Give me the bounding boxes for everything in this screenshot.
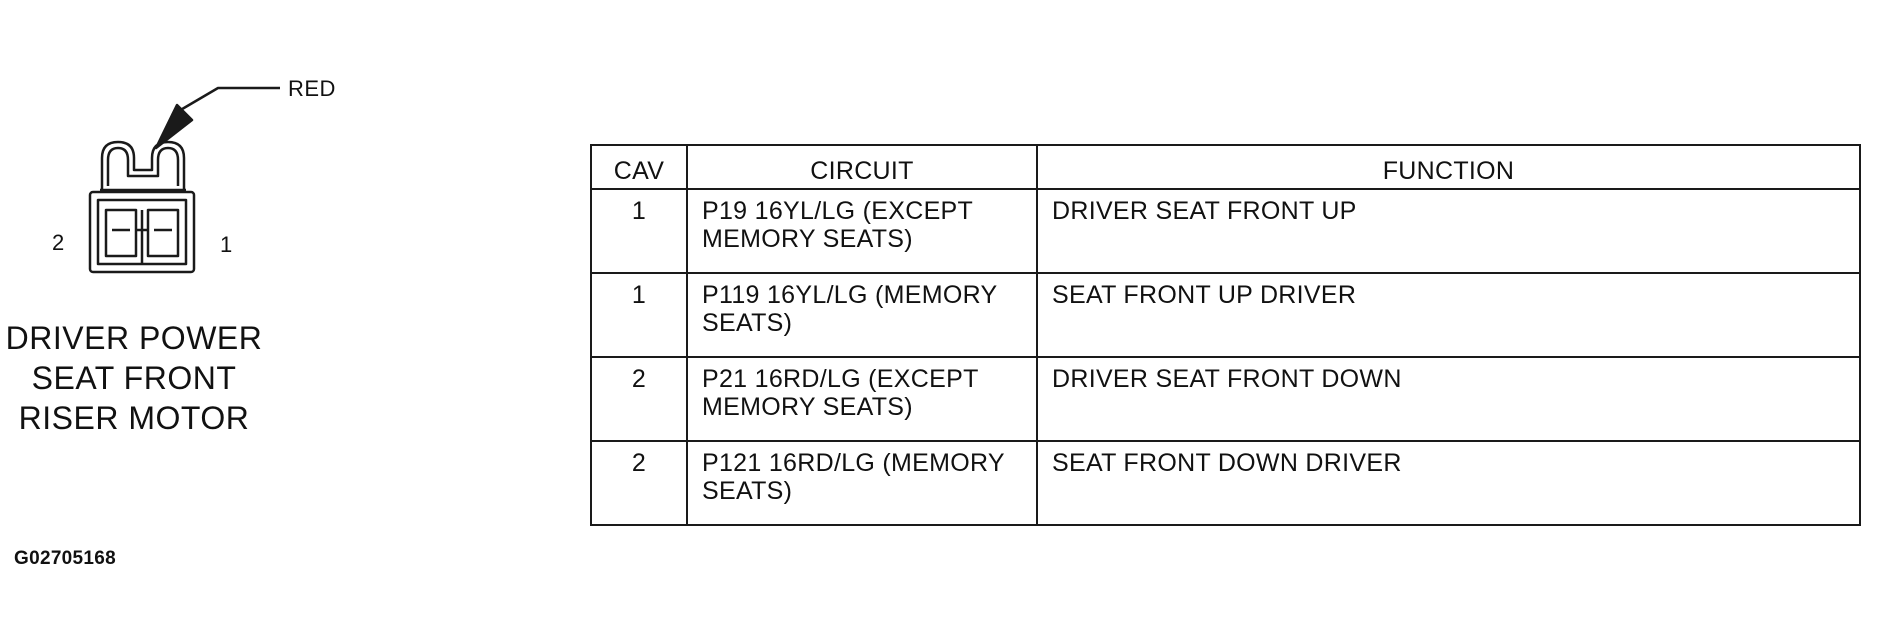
cav-cell: 1 <box>590 272 688 358</box>
pin-1-label: 1 <box>220 232 233 257</box>
terminal-cavity-2 <box>104 208 138 258</box>
wire-color-label: RED <box>288 76 336 101</box>
component-title: DRIVER POWER SEAT FRONT RISER MOTOR <box>0 318 268 438</box>
circuit-line: MEMORY SEATS) <box>702 225 913 253</box>
cav-cell: 2 <box>590 440 688 526</box>
pinout-table: CAV CIRCUIT FUNCTION 1 P19 16YL/LG (EXCE… <box>590 144 1861 526</box>
table-row: 2 P121 16RD/LG (MEMORY SEATS) SEAT FRONT… <box>590 440 1861 526</box>
connector-face-diagram <box>88 86 280 274</box>
latch-hood-left <box>100 140 186 190</box>
header-cav: CAV <box>590 144 688 190</box>
cav-cell: 1 <box>590 188 688 274</box>
table-header-row: CAV CIRCUIT FUNCTION <box>590 144 1861 190</box>
circuit-line: P121 16RD/LG (MEMORY <box>702 449 1005 477</box>
title-line: SEAT FRONT <box>31 360 237 396</box>
circuit-cell: P21 16RD/LG (EXCEPT MEMORY SEATS) <box>686 356 1038 442</box>
title-line: RISER MOTOR <box>18 400 250 436</box>
latch-hood-inner <box>106 146 180 186</box>
table-row: 1 P119 16YL/LG (MEMORY SEATS) SEAT FRONT… <box>590 272 1861 358</box>
circuit-cell: P19 16YL/LG (EXCEPT MEMORY SEATS) <box>686 188 1038 274</box>
function-cell: DRIVER SEAT FRONT UP <box>1036 188 1861 274</box>
connector-housing <box>88 190 196 274</box>
header-circuit: CIRCUIT <box>686 144 1038 190</box>
function-cell: DRIVER SEAT FRONT DOWN <box>1036 356 1861 442</box>
circuit-line: P119 16YL/LG (MEMORY <box>702 281 998 309</box>
title-line: DRIVER POWER <box>5 320 263 356</box>
header-function: FUNCTION <box>1036 144 1861 190</box>
terminal-cavity-1 <box>146 208 180 258</box>
pin-2-label: 2 <box>52 230 65 255</box>
circuit-cell: P119 16YL/LG (MEMORY SEATS) <box>686 272 1038 358</box>
table-row: 2 P21 16RD/LG (EXCEPT MEMORY SEATS) DRIV… <box>590 356 1861 442</box>
function-cell: SEAT FRONT DOWN DRIVER <box>1036 440 1861 526</box>
circuit-line: MEMORY SEATS) <box>702 393 913 421</box>
circuit-line: SEATS) <box>702 477 793 505</box>
circuit-cell: P121 16RD/LG (MEMORY SEATS) <box>686 440 1038 526</box>
cav-cell: 2 <box>590 356 688 442</box>
circuit-line: P21 16RD/LG (EXCEPT <box>702 365 979 393</box>
circuit-line: P19 16YL/LG (EXCEPT <box>702 197 974 225</box>
wire-leader-line <box>171 86 280 117</box>
leader-arrowhead <box>154 103 194 150</box>
circuit-line: SEATS) <box>702 309 793 337</box>
table-row: 1 P19 16YL/LG (EXCEPT MEMORY SEATS) DRIV… <box>590 188 1861 274</box>
figure-id: G02705168 <box>14 548 117 569</box>
function-cell: SEAT FRONT UP DRIVER <box>1036 272 1861 358</box>
